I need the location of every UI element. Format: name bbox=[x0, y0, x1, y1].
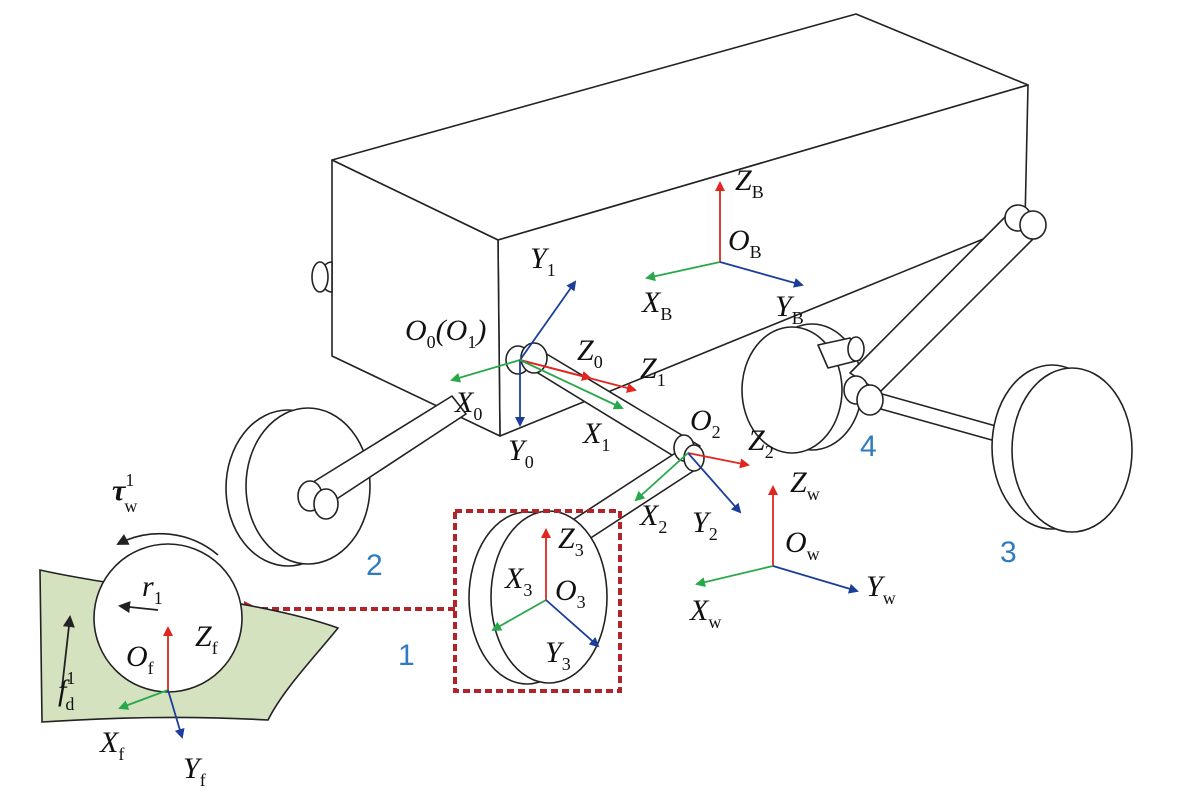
leg-label-2: 2 bbox=[366, 549, 383, 582]
label-Of: Of bbox=[126, 640, 154, 678]
label-YB: YB bbox=[775, 290, 804, 328]
label-Xf: Xf bbox=[99, 726, 124, 764]
label-O2: O2 bbox=[690, 404, 721, 442]
label-Yf: Yf bbox=[183, 752, 206, 790]
leg-label-4: 4 bbox=[860, 430, 877, 463]
wheel-1 bbox=[468, 510, 608, 685]
wheel-3 bbox=[991, 364, 1133, 533]
rear-connector bbox=[817, 336, 865, 369]
label-Ow: Ow bbox=[785, 526, 820, 564]
leg-label-3: 3 bbox=[1000, 536, 1017, 569]
label-X0: X0 bbox=[454, 386, 482, 424]
label-X3: X3 bbox=[504, 562, 532, 600]
rover-body bbox=[311, 13, 1029, 437]
label-Zw: Zw bbox=[790, 466, 820, 504]
frame-w-axes bbox=[695, 485, 859, 594]
label-Y2: Y2 bbox=[692, 506, 718, 544]
wheel-2 bbox=[225, 395, 467, 567]
label-Z3: Z3 bbox=[558, 522, 584, 560]
label-XB: XB bbox=[641, 286, 672, 324]
frame-B-axes bbox=[645, 181, 804, 288]
label-Yw: Yw bbox=[866, 570, 896, 608]
wheel-terrain-inset bbox=[39, 532, 340, 723]
label-r1: r1 bbox=[142, 570, 163, 608]
label-Zf: Zf bbox=[195, 620, 218, 658]
label-Xw: Xw bbox=[689, 594, 721, 632]
frame-0-axes bbox=[450, 280, 637, 427]
frame-f-axes bbox=[118, 626, 185, 739]
label-Z2: Z2 bbox=[748, 424, 774, 462]
label-O0-O1: O0(O1) bbox=[405, 314, 486, 352]
label-OB: OB bbox=[728, 224, 762, 262]
label-Z1: Z1 bbox=[640, 352, 666, 390]
label-O3: O3 bbox=[555, 574, 586, 612]
label-Y3: Y3 bbox=[545, 636, 571, 674]
leg-label-1: 1 bbox=[398, 639, 415, 672]
label-Y1: Y1 bbox=[530, 242, 556, 280]
frame-3-axes bbox=[491, 528, 600, 648]
label-Z0: Z0 bbox=[577, 334, 603, 372]
frame-2-axes bbox=[634, 452, 750, 514]
label-X2: X2 bbox=[639, 499, 667, 537]
label-ZB: ZB bbox=[735, 164, 764, 202]
label-Y0: Y0 bbox=[508, 434, 534, 472]
wheel-1-highlight-box bbox=[453, 509, 622, 693]
label-X1: X1 bbox=[582, 417, 610, 455]
